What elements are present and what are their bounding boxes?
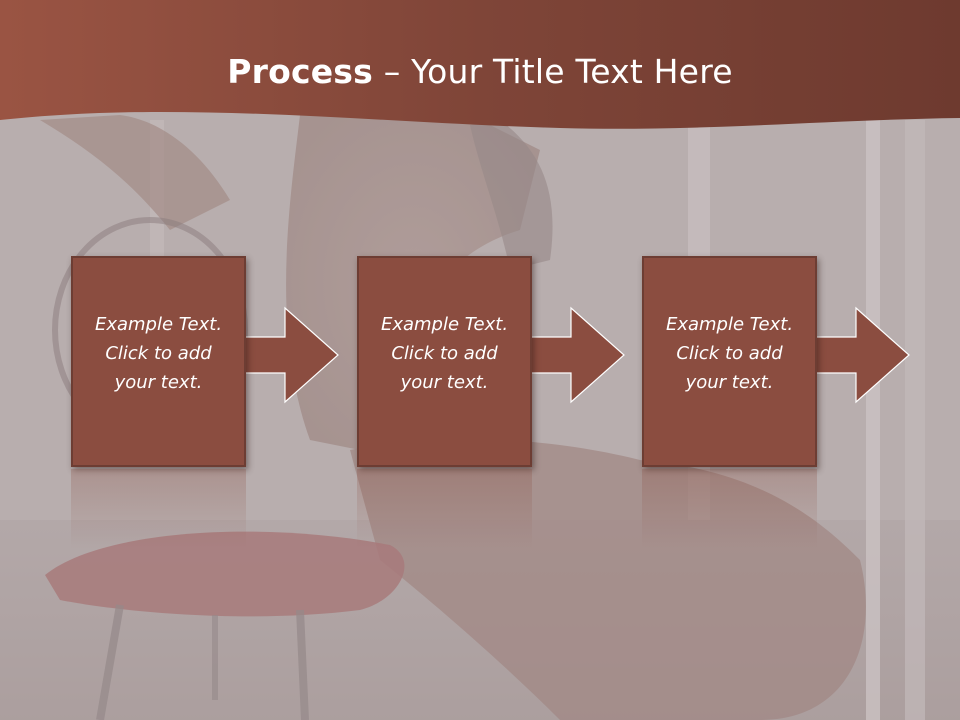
step-text-line2: Click to add	[676, 343, 783, 364]
step-text[interactable]: Example Text. Click to add your text.	[648, 310, 811, 397]
step-box	[642, 256, 817, 467]
arrow-right-icon	[526, 306, 625, 404]
step-box	[71, 256, 246, 467]
title-separator: –	[373, 52, 412, 91]
arrow-right-icon	[811, 306, 910, 404]
step-text-line2: Click to add	[391, 343, 498, 364]
step-text-line1: Example Text.	[665, 314, 794, 335]
process-step-1[interactable]: Example Text. Click to add your text.	[71, 256, 339, 467]
step-box	[357, 256, 532, 467]
slide-title[interactable]: Process – Your Title Text Here	[0, 52, 960, 91]
process-step-2[interactable]: Example Text. Click to add your text.	[357, 256, 625, 467]
title-rest: Your Title Text Here	[411, 52, 733, 91]
step-text-line2: Click to add	[105, 343, 212, 364]
arrow-right-icon	[240, 306, 339, 404]
step-text-line3: your text.	[114, 372, 203, 393]
step-text-line3: your text.	[685, 372, 774, 393]
process-step-3[interactable]: Example Text. Click to add your text.	[642, 256, 910, 467]
step-text[interactable]: Example Text. Click to add your text.	[363, 310, 526, 397]
step-text[interactable]: Example Text. Click to add your text.	[77, 310, 240, 397]
header-band	[0, 0, 960, 129]
step-reflection	[71, 469, 246, 549]
step-text-line1: Example Text.	[380, 314, 509, 335]
step-text-line3: your text.	[400, 372, 489, 393]
step-reflection	[642, 469, 817, 549]
title-bold: Process	[227, 52, 373, 91]
step-reflection	[357, 469, 532, 549]
step-text-line1: Example Text.	[94, 314, 223, 335]
